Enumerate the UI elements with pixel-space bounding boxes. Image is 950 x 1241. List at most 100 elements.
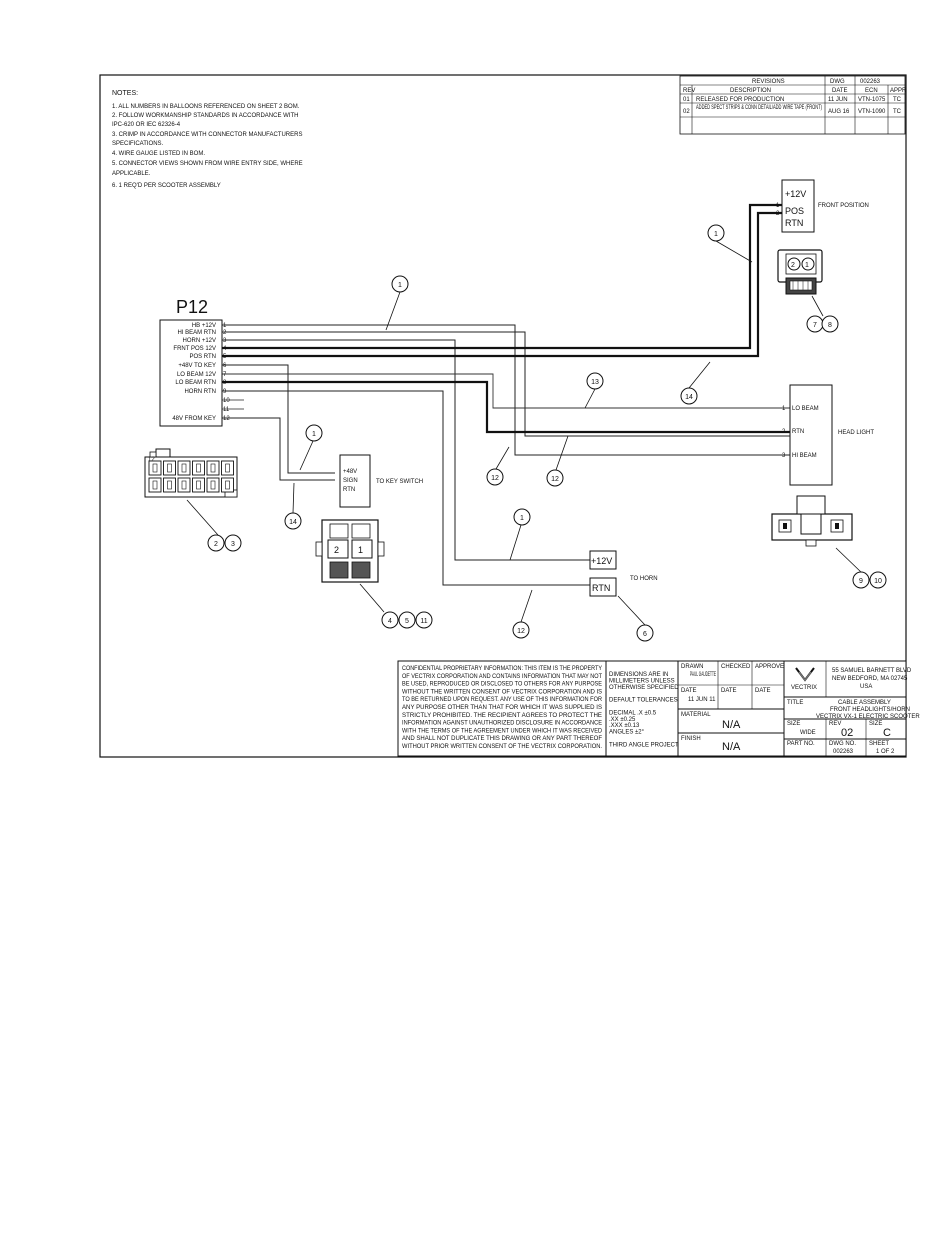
p12-pin-number: 10: [223, 398, 230, 404]
size-value: WIDE: [800, 730, 816, 736]
note-line: APPLICABLE.: [112, 171, 151, 177]
key-switch-caption: TO KEY SWITCH: [376, 479, 423, 485]
headlight-connector: 1 LO BEAM 2 RTN 3 HI BEAM HEAD LIGHT: [782, 384, 874, 486]
note-line: 5. CONNECTOR VIEWS SHOWN FROM WIRE ENTRY…: [112, 161, 303, 167]
balloon: 5: [398, 611, 416, 629]
balloon: 7: [806, 315, 824, 333]
balloon: 10: [869, 571, 887, 589]
p12-pin-number: 5: [223, 354, 227, 360]
front-position-connector: +12V POS RTN 1 2 FRONT POSITION: [776, 179, 869, 233]
p12-cavity-terminal: [196, 463, 201, 473]
p12-pin-number: 1: [223, 323, 227, 329]
revision-row-appr: TC: [893, 109, 902, 115]
p12-pin-number: 7: [223, 372, 227, 378]
p12-pin-name: HORN +12V: [182, 338, 216, 344]
balloon: 12: [512, 621, 530, 639]
sheet-value: 1 OF 2: [876, 749, 895, 755]
confidential-line: OF VECTRIX CORPORATION AND CONTAINS INFO…: [402, 674, 602, 680]
p12-cavity-grid: [148, 460, 234, 493]
finish-value: N/A: [722, 741, 741, 753]
sheet-size-label: SIZE: [869, 721, 882, 727]
rev-value: 02: [841, 727, 853, 739]
wire-horn-12v: [220, 339, 590, 561]
balloon: 8: [821, 315, 839, 333]
confidential-line: WITHOUT THE WRITTEN CONSENT OF VECTRIX C…: [402, 689, 602, 695]
wire-48v-from-key: [220, 417, 335, 481]
confidential-line: ANY PURPOSE OTHER THAN THAT FOR WHICH IT…: [402, 705, 602, 711]
key-switch-connector: +48V SIGN RTN TO KEY SWITCH: [339, 454, 423, 508]
revision-title: REVISIONS: [752, 79, 785, 85]
date-value: 11 JUN 11: [688, 697, 716, 703]
p12-face-corner-number: 12: [148, 457, 155, 463]
svg-text:6: 6: [643, 631, 647, 638]
front-position-face-view: 2 1: [777, 249, 823, 295]
wire-lo-beam-rtn: [220, 380, 790, 434]
revision-header-ecn: ECN: [865, 88, 878, 94]
confidential-line: WITH THE TERMS OF THE AGREEMENT UNDER WH…: [402, 728, 603, 734]
wire-front-position-rtn: [220, 211, 782, 358]
company-address-line: USA: [860, 684, 872, 690]
p12-cavity-terminal: [181, 480, 187, 490]
front-position-line-rtn: RTN: [785, 218, 803, 228]
p12-pin-number: 3: [223, 338, 227, 344]
balloon: 13: [586, 372, 604, 390]
svg-text:1: 1: [714, 231, 718, 238]
front-position-line-pos: POS: [785, 206, 804, 216]
note-line: 3. CRIMP IN ACCORDANCE WITH CONNECTOR MA…: [112, 132, 302, 138]
confidential-line: AND SHALL NOT DUPLICATE THIS DRAWING OR …: [402, 736, 602, 742]
svg-text:12: 12: [491, 475, 499, 482]
wire-harness: [220, 203, 790, 586]
p12-pin-name: LO BEAM 12V: [177, 372, 216, 378]
company-address-line: 55 SAMUEL BARNETT BLVD: [832, 668, 912, 674]
balloon: 14: [284, 512, 302, 530]
sheet-size-value: C: [883, 727, 891, 739]
p12-pin-number: 9: [223, 389, 227, 395]
p12-pin-name: HI BEAM RTN: [177, 330, 216, 336]
p12-cavity-terminal: [152, 463, 158, 473]
headlight-pin-number: 2: [782, 429, 786, 435]
balloon: 1: [391, 275, 409, 293]
revision-row-date: 11 JUN: [828, 97, 848, 103]
balloon: 12: [486, 468, 504, 486]
headlight-face-view: [771, 495, 853, 547]
p12-cavity-terminal: [152, 480, 158, 490]
tolerance-line: DIMENSIONS ARE IN: [609, 672, 668, 678]
revision-doc-label: DWG: [830, 79, 845, 85]
p12-pin-number: 11: [223, 407, 230, 413]
headlight-pin-number: 1: [782, 406, 786, 412]
revision-header-appr: APPR: [890, 88, 907, 94]
balloon: 1: [305, 424, 323, 442]
drawing-title-line: FRONT HEADLIGHTS/HORN: [830, 707, 910, 713]
sheet-label: SHEET: [869, 741, 889, 747]
tolerance-line: MILLIMETERS UNLESS: [609, 678, 675, 684]
p12-body: [159, 319, 223, 427]
p12-pin-name: HB +12V: [192, 323, 216, 329]
confidential-box: [397, 660, 607, 757]
balloon: 12: [546, 469, 564, 487]
revision-header-description: DESCRIPTION: [730, 88, 771, 94]
drawn-label: DRAWN: [681, 664, 703, 670]
notes-block: NOTES: 1. ALL NUMBERS IN BALLOONS REFERE…: [112, 90, 303, 189]
p12-cavity-terminal: [196, 480, 201, 490]
notes-heading: NOTES:: [112, 90, 138, 97]
drawing-title-line: CABLE ASSEMBLY: [838, 700, 891, 706]
revision-row-description: RELEASED FOR PRODUCTION: [696, 97, 784, 103]
front-position-caption: FRONT POSITION: [818, 203, 869, 209]
balloon: 3: [224, 534, 242, 552]
note-line: 4. WIRE GAUGE LISTED IN BOM.: [112, 151, 205, 157]
size-label: SIZE: [787, 721, 800, 727]
p12-pin-name: 48V FROM KEY: [172, 416, 216, 422]
date-label: DATE: [721, 688, 737, 694]
balloon: 1: [513, 508, 531, 526]
confidential-line: TO BE RETURNED UPON REQUEST. ANY USE OF …: [402, 697, 603, 703]
svg-text:2: 2: [214, 541, 218, 548]
dwg-number-value: 002263: [833, 749, 854, 755]
note-line: 1. ALL NUMBERS IN BALLOONS REFERENCED ON…: [112, 104, 300, 110]
key-switch-line: +48V: [343, 469, 357, 475]
svg-text:12: 12: [551, 476, 559, 483]
p12-face-view: 12: [144, 448, 238, 498]
svg-text:14: 14: [289, 519, 297, 526]
title-block: CONFIDENTIAL PROPRIETARY INFORMATION: TH…: [397, 660, 920, 757]
balloon: 4: [381, 611, 399, 629]
